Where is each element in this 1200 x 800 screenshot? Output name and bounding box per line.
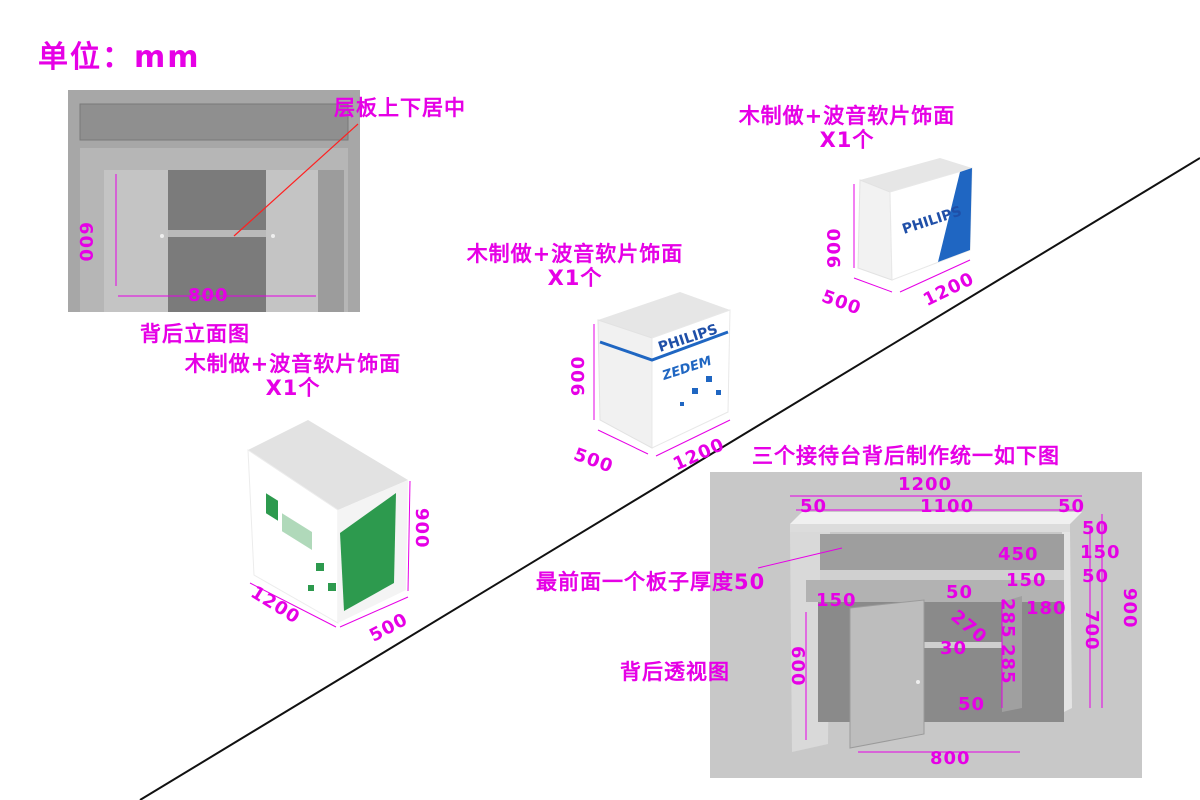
persp-right-150: 150: [1080, 542, 1121, 563]
back-elevation-render: [68, 90, 360, 312]
perspective-caption: 背后透视图: [620, 660, 730, 684]
mid-counter-caption: 木制做+波音软片饰面 X1个: [444, 242, 706, 290]
elevation-width-label: 800: [188, 285, 229, 306]
top-counter-qty: X1个: [819, 128, 875, 152]
mid-counter-render: PHILIPS ZEDEM: [593, 292, 731, 457]
persp-height-600: 600: [787, 646, 808, 687]
persp-right-50-top: 50: [1082, 518, 1110, 539]
persp-width-800: 800: [930, 748, 971, 769]
persp-inner-150: 150: [1006, 570, 1047, 591]
perspective-title: 三个接待台背后制作统一如下图: [752, 444, 1060, 468]
mid-counter-material: 木制做+波音软片饰面: [466, 242, 684, 266]
persp-depth-180: 180: [1026, 598, 1067, 619]
green-counter-material: 木制做+波音软片饰面: [184, 352, 402, 376]
front-board-note: 最前面一个板子厚度50: [536, 570, 766, 594]
persp-height-700: 700: [1081, 610, 1102, 651]
mid-counter-qty: X1个: [547, 266, 603, 290]
persp-shelf-30: 30: [940, 638, 968, 659]
unit-label: 单位：mm: [38, 40, 201, 75]
perspective-render: [710, 472, 1142, 778]
persp-width-1100: 1100: [920, 496, 975, 517]
elevation-height-label: 600: [75, 222, 96, 263]
green-counter-render: [247, 420, 411, 628]
persp-left-150: 150: [816, 590, 857, 611]
persp-height-900: 900: [1119, 588, 1140, 629]
persp-shelf-285-a: 285: [997, 598, 1018, 639]
persp-inner-50: 50: [946, 582, 974, 603]
persp-shelf-50: 50: [958, 694, 986, 715]
top-counter-material: 木制做+波音软片饰面: [738, 104, 956, 128]
persp-width-50-left: 50: [800, 496, 828, 517]
green-counter-caption: 木制做+波音软片饰面 X1个: [162, 352, 424, 400]
persp-depth-450: 450: [998, 544, 1039, 565]
top-counter-caption: 木制做+波音软片饰面 X1个: [716, 104, 978, 152]
back-elevation-caption: 背后立面图: [140, 322, 250, 346]
mid-counter-height: 900: [568, 355, 589, 396]
shelf-centered-note: 层板上下居中: [334, 96, 466, 120]
back-elevation-drawing: [68, 90, 360, 312]
persp-width-50-right: 50: [1058, 496, 1086, 517]
persp-width-1200: 1200: [898, 474, 953, 495]
persp-right-50-mid: 50: [1082, 566, 1110, 587]
persp-shelf-285-b: 285: [997, 644, 1018, 685]
green-counter-qty: X1个: [265, 376, 321, 400]
top-counter-render: PHILIPS: [853, 158, 973, 293]
perspective-drawing: [710, 472, 1142, 778]
top-counter-height: 900: [824, 227, 845, 268]
front-board-pointer: [757, 547, 843, 569]
green-counter-height: 900: [411, 508, 432, 549]
